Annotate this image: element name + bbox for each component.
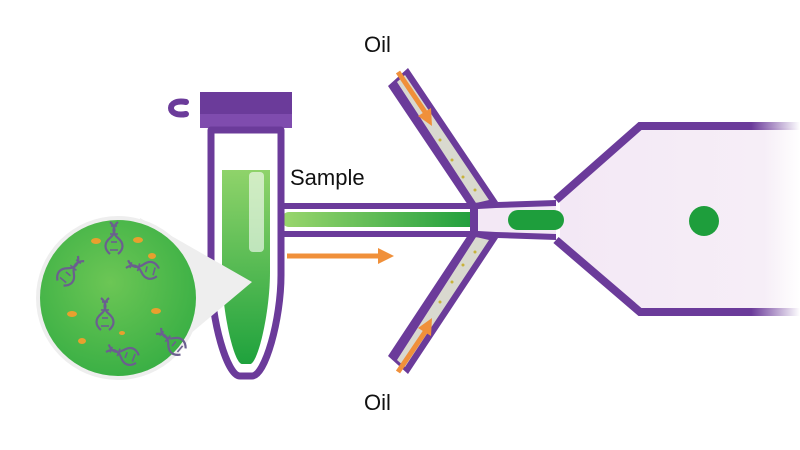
flow-arrow-icon [287,248,394,264]
oil-arrow-bottom [395,318,432,374]
sample-label: Sample [290,165,365,190]
droplet-icon [689,206,719,236]
tube-cap [200,92,292,114]
outlet-chamber [553,122,800,316]
junction [470,200,564,240]
oil-channel-bottom [388,232,498,374]
oil-top-label: Oil [364,32,391,57]
tube-cap-hinge [168,98,189,118]
droplet-forming [508,210,564,230]
oil-arrow-top [395,70,432,126]
magnified-sample-icon [36,216,252,380]
sample-channel [282,203,482,237]
oil-bottom-label: Oil [364,390,391,415]
oil-channel-top [388,68,498,208]
